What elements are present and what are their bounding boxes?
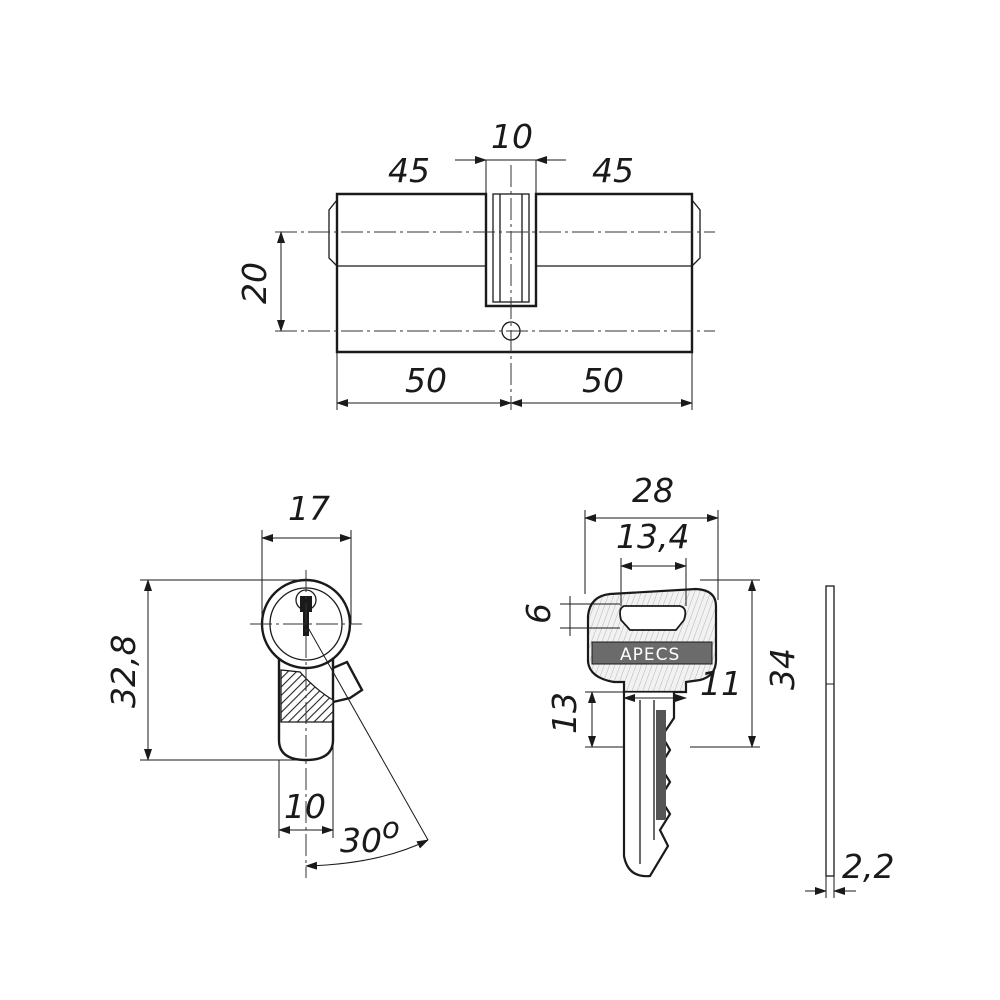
dim-key-thickness: 2,2 bbox=[842, 847, 894, 886]
dim-left-cam-offset: 45 bbox=[388, 151, 430, 190]
dim-profile-height: 32,8 bbox=[104, 635, 143, 708]
dim-right-body: 50 bbox=[582, 361, 624, 400]
key-brand-label: APECS bbox=[620, 645, 680, 665]
key-brand-band bbox=[591, 641, 713, 665]
dim-cam-width: 10 bbox=[491, 117, 533, 156]
top-view-dimensions: 10 45 45 20 50 50 bbox=[235, 117, 693, 407]
dim-profile-bottom: 10 bbox=[284, 787, 326, 826]
cylinder-profile-view bbox=[250, 570, 429, 878]
dim-key-head-width: 28 bbox=[632, 471, 674, 510]
cylinder-top-view bbox=[275, 160, 715, 410]
key-view-dimensions: 28 13,4 6 34 11 13 bbox=[519, 471, 802, 748]
key-front-view: APECS bbox=[586, 587, 718, 878]
dim-key-blade-top: 13 bbox=[545, 692, 584, 734]
dim-key-hole-width: 13,4 bbox=[616, 517, 689, 556]
dim-right-cam-offset: 45 bbox=[592, 151, 634, 190]
dim-profile-width: 17 bbox=[288, 489, 330, 528]
dim-axis-distance: 20 bbox=[235, 262, 274, 304]
dim-key-length: 34 bbox=[763, 648, 802, 690]
dim-rotation-angle: 30o bbox=[340, 811, 400, 860]
dim-key-shoulder: 11 bbox=[700, 664, 742, 703]
dim-left-body: 50 bbox=[405, 361, 447, 400]
profile-view-dimensions: 17 32,8 10 30o bbox=[104, 489, 400, 860]
dim-key-hole-height: 6 bbox=[519, 603, 558, 624]
key-side-view: 2,2 bbox=[805, 585, 894, 898]
